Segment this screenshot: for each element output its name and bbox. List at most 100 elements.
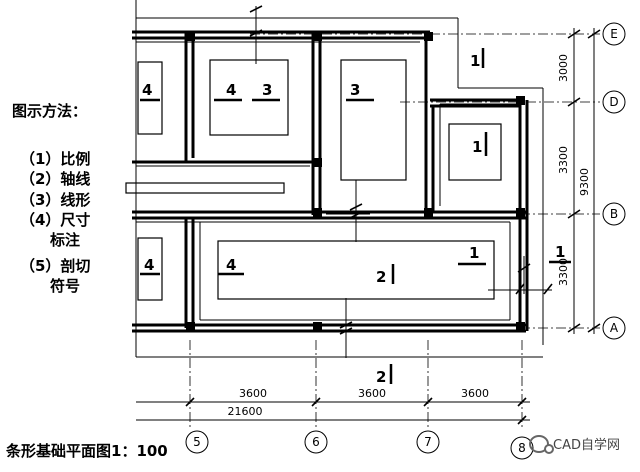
horizontal-dimension-labels: 3600 3600 3600 21600 <box>228 387 490 418</box>
section-number: 2 <box>376 268 386 286</box>
foundation-outlines <box>135 0 544 358</box>
section-number: 1 <box>470 52 480 70</box>
detail-tick <box>349 203 363 211</box>
room-box <box>125 182 285 194</box>
hdim-bay1: 3600 <box>239 387 267 400</box>
vdim-tick <box>567 323 581 333</box>
hdim-tick <box>423 397 433 407</box>
detail-tick <box>339 327 353 335</box>
vdim-total: 9300 <box>578 168 591 196</box>
column-pad <box>516 322 525 331</box>
vertical-dimensions <box>567 28 601 334</box>
column-pad <box>313 32 322 41</box>
section-number: 1 <box>469 244 479 262</box>
horizontal-dimensions <box>136 397 530 425</box>
section-number: 4 <box>226 256 236 274</box>
axis-bubble-labels: E D B A 5 6 7 8 <box>193 27 619 455</box>
column-pad <box>313 158 322 167</box>
legend-item-axis: （2）轴线 <box>20 170 91 188</box>
axis-bubble-5 <box>185 430 209 454</box>
axis-bubble-e <box>602 22 626 46</box>
axis-bubble-b <box>602 202 626 226</box>
vdim-upper: 3000 <box>557 54 570 82</box>
hdim-bay3: 3600 <box>461 387 489 400</box>
column-pads <box>186 32 525 331</box>
axis-label-a: A <box>610 321 619 335</box>
vdim-tick <box>587 323 601 333</box>
section-number: 3 <box>262 81 272 99</box>
watermark: CAD自学网 <box>529 434 620 454</box>
axis-bubbles <box>185 22 626 460</box>
section-number: 1 <box>555 243 565 261</box>
legend-item-section: （5）剖切 <box>20 257 91 275</box>
room-box <box>137 237 163 301</box>
legend-item-section-cont: 符号 <box>50 277 81 295</box>
axis-label-7: 7 <box>424 435 432 449</box>
axis-centerlines <box>189 33 600 428</box>
section-number: 4 <box>226 81 236 99</box>
column-pad <box>186 322 195 331</box>
detail-tick <box>249 5 263 13</box>
hdim-tick <box>517 397 527 407</box>
axis-label-8: 8 <box>518 441 526 455</box>
vertical-dimension-labels: 3000 3300 3300 9300 <box>557 54 591 286</box>
vdim-tick <box>587 29 601 39</box>
hdim-bay2: 3600 <box>358 387 386 400</box>
detail-tick <box>349 211 363 219</box>
section-number: 3 <box>350 81 360 99</box>
hdim-tick <box>185 397 195 407</box>
axis-label-e: E <box>610 27 618 41</box>
legend-item-scale: （1）比例 <box>20 150 91 168</box>
column-pad <box>424 208 433 217</box>
detail-tick <box>517 263 531 273</box>
section-symbols <box>140 48 571 384</box>
section-number: 2 <box>376 368 386 386</box>
legend-item-linetype: （3）线形 <box>20 191 91 209</box>
section-number: 4 <box>142 81 152 99</box>
foundation-walls <box>132 30 529 333</box>
vdim-middle: 3300 <box>557 146 570 174</box>
hdim-tick <box>311 397 321 407</box>
section-numbers: 1 1 1 1 2 2 3 3 4 4 4 4 <box>142 52 565 386</box>
rooms <box>125 59 502 301</box>
vdim-lower: 3300 <box>557 258 570 286</box>
watermark-text: CAD自学网 <box>553 438 620 453</box>
vdim-tick <box>567 97 581 107</box>
axis-bubble-7 <box>416 430 440 454</box>
detail-tick <box>515 283 525 295</box>
wechat-icon <box>529 434 555 454</box>
column-pad <box>516 208 525 217</box>
column-pad <box>313 322 322 331</box>
hdim-tick <box>517 415 527 425</box>
axis-label-5: 5 <box>193 435 201 449</box>
vdim-tick <box>567 209 581 219</box>
hdim-overall: 21600 <box>228 405 263 418</box>
room-box <box>448 123 502 181</box>
axis-bubble-d <box>602 90 626 114</box>
axis-bubble-a <box>602 316 626 340</box>
room-box <box>137 61 163 135</box>
section-number: 1 <box>472 138 482 156</box>
legend-item-dimension-cont: 标注 <box>50 231 81 249</box>
room-box <box>209 59 289 136</box>
column-pad <box>516 96 525 105</box>
column-pad <box>186 32 195 41</box>
room-box <box>340 59 407 181</box>
detail-tick <box>543 283 553 295</box>
drawing-caption: 条形基础平面图1：100 <box>6 442 168 460</box>
axis-label-d: D <box>609 95 618 109</box>
legend-title: 图示方法： <box>12 102 88 120</box>
axis-label-b: B <box>610 207 618 221</box>
detail-tick <box>339 321 353 329</box>
axis-bubble-6 <box>304 430 328 454</box>
room-box <box>217 240 495 300</box>
vdim-tick <box>567 29 581 39</box>
legend-item-dimension: （4）尺寸 <box>20 211 91 229</box>
detail-tick <box>249 29 263 37</box>
column-pad <box>313 208 322 217</box>
axis-label-6: 6 <box>312 435 320 449</box>
column-pad <box>424 32 433 41</box>
section-number: 4 <box>144 256 154 274</box>
